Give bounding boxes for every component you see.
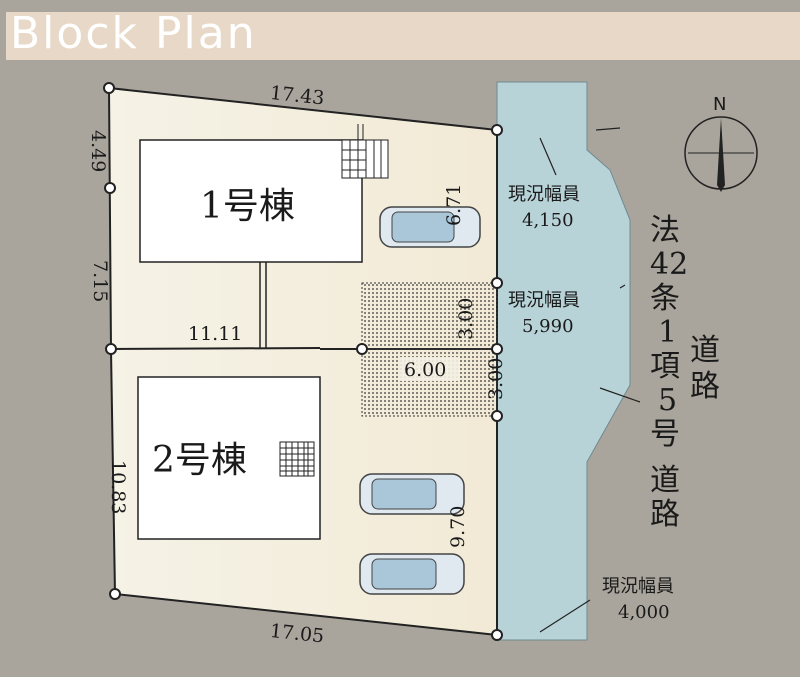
road-width-lower-value: 4,000 [618,602,670,623]
road-area [496,81,631,641]
svg-text:5: 5 [658,383,677,418]
title-band: Block Plan [0,0,800,62]
svg-text:42: 42 [650,247,688,282]
dim-left-mid: 7.15 [89,260,111,302]
north-label: N [713,94,726,115]
car-icon-2 [359,473,465,515]
title-strip [6,12,800,60]
road-width-upper-label: 現況幅員 [508,184,580,205]
road-width-lower-label: 現況幅員 [602,576,674,597]
dim-right-upper: 6.71 [443,184,465,226]
road-name-column-1: 法 42 条 1 項 5 号 道 路 [650,213,688,532]
parking-zone-upper [361,282,498,350]
svg-text:道: 道 [690,333,720,368]
car-icon-1 [379,206,481,248]
stair-icon-1 [341,124,389,179]
north-arrow-icon [684,116,758,192]
building-2-label: 2号棟 [152,440,247,481]
dim-right-mid-a: 3.00 [455,298,477,340]
building-1-label: 1号棟 [200,186,295,227]
car-icon-3 [359,553,465,595]
lot-divider [110,347,321,350]
svg-text:条: 条 [650,281,680,316]
svg-text:1: 1 [658,315,677,350]
page-title: Block Plan [10,8,257,59]
svg-text:道: 道 [650,463,680,498]
road-width-middle-value: 5,990 [522,316,574,337]
building-1 [139,139,363,263]
dim-parking-width: 6.00 [404,359,446,381]
svg-text:号: 号 [650,417,680,452]
dim-divider: 11.11 [188,323,242,345]
dim-left-top: 4.49 [87,130,109,172]
road-width-middle-label: 現況幅員 [508,290,580,311]
dim-left-bottom: 10.83 [107,460,129,514]
svg-text:項: 項 [650,349,680,384]
leader-lines [539,127,641,633]
road-width-upper-value: 4,150 [522,210,574,231]
boundary-points [103,82,503,641]
dim-bottom: 17.05 [269,620,325,648]
svg-text:法: 法 [650,213,680,248]
road-name-column-2: 道 路 [690,333,720,404]
svg-text:路: 路 [690,369,720,404]
dim-right-mid-b: 3.00 [485,358,507,400]
stair-icon-2 [279,441,315,477]
dim-right-lower: 9.70 [447,506,469,548]
svg-text:路: 路 [650,497,680,532]
